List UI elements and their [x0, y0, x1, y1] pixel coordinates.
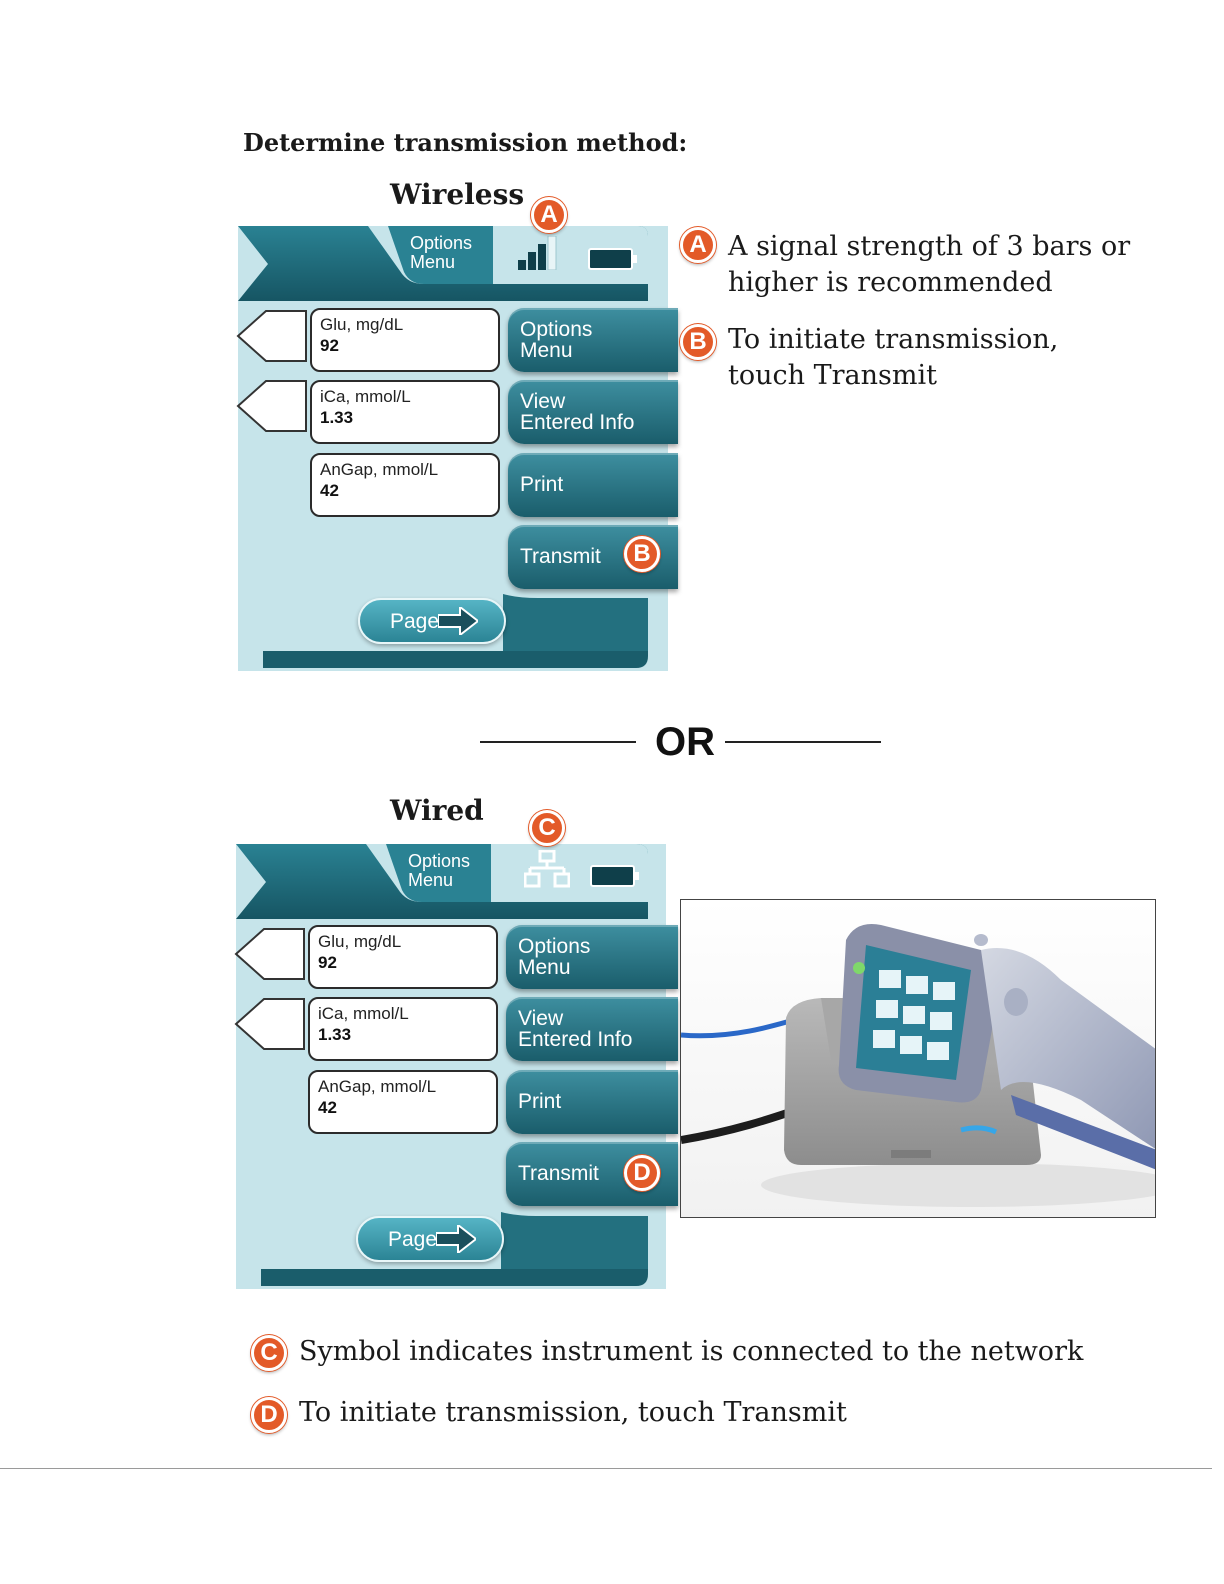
instrument-photo-illustration: [681, 900, 1155, 1217]
note-d-text: To initiate transmission, touch Transmit: [299, 1397, 847, 1428]
field-value: 92: [318, 953, 337, 972]
arrow-right-icon: [438, 607, 478, 635]
field-value: 1.33: [320, 408, 354, 427]
page-button[interactable]: Page: [358, 598, 506, 644]
callout-d-badge: D: [624, 1155, 660, 1191]
result-field-ica: iCa, mmol/L 1.33: [310, 380, 500, 444]
note-b-text: To initiate transmission, touch Transmit: [728, 324, 1059, 391]
field-label: AnGap, mmol/L: [318, 1077, 437, 1096]
instrument-docking-photo: [680, 899, 1156, 1218]
result-field-angap: AnGap, mmol/L 42: [308, 1070, 498, 1134]
signal-strength-icon: [518, 236, 557, 270]
wireless-title: Wireless: [390, 178, 525, 211]
status-options-menu[interactable]: Options Menu: [410, 233, 473, 272]
network-icon: [524, 850, 570, 888]
field-value: 1.33: [318, 1025, 352, 1044]
result-field-glu: Glu, mg/dL 92: [310, 308, 500, 372]
result-field-angap: AnGap, mmol/L 42: [310, 453, 500, 517]
note-b-badge: B: [680, 324, 716, 360]
view-entered-info-button[interactable]: View Entered Info: [506, 997, 678, 1061]
wired-title: Wired: [390, 794, 484, 827]
print-button[interactable]: Print: [506, 1070, 678, 1134]
print-button[interactable]: Print: [508, 453, 678, 517]
options-menu-button[interactable]: Options Menu: [506, 925, 678, 989]
view-entered-info-button[interactable]: View Entered Info: [508, 380, 678, 444]
field-label: Glu, mg/dL: [320, 315, 404, 334]
note-a-text: A signal strength of 3 bars or higher is…: [728, 231, 1131, 298]
battery-icon: [590, 865, 639, 887]
or-divider-left: [480, 741, 636, 743]
callout-a-badge: A: [531, 197, 567, 233]
field-value: 42: [318, 1098, 337, 1117]
page-heading: Determine transmission method:: [243, 128, 688, 157]
wired-screen: Options Menu Glu, mg/dL 92 iCa, mmol/L 1…: [234, 844, 678, 1289]
callout-c-badge: C: [529, 810, 565, 846]
transmit-button[interactable]: Transmit: [508, 525, 678, 589]
result-field-ica: iCa, mmol/L 1.33: [308, 997, 498, 1061]
note-c-badge: C: [251, 1335, 287, 1371]
field-label: AnGap, mmol/L: [320, 460, 439, 479]
or-label: OR: [655, 720, 715, 764]
page-button-label: Page: [390, 610, 440, 633]
wireless-screen: Options Menu Glu, mg/dL 92 iCa, mmol/L 1…: [236, 226, 678, 671]
field-value: 42: [320, 481, 339, 500]
note-d-badge: D: [251, 1397, 287, 1433]
field-label: Glu, mg/dL: [318, 932, 402, 951]
note-a-badge: A: [680, 227, 716, 263]
battery-icon: [588, 248, 637, 270]
options-menu-button[interactable]: Options Menu: [508, 308, 678, 372]
field-value: 92: [320, 336, 339, 355]
status-options-menu[interactable]: Options Menu: [408, 851, 471, 890]
field-label: iCa, mmol/L: [318, 1004, 409, 1023]
note-c-text: Symbol indicates instrument is connected…: [299, 1336, 1084, 1367]
page-button-label: Page: [388, 1228, 438, 1251]
or-divider-right: [725, 741, 881, 743]
arrow-right-icon: [436, 1225, 476, 1253]
field-label: iCa, mmol/L: [320, 387, 411, 406]
result-field-glu: Glu, mg/dL 92: [308, 925, 498, 989]
footer-divider: [0, 1468, 1212, 1469]
callout-b-badge: B: [624, 536, 660, 572]
page-button[interactable]: Page: [356, 1216, 504, 1262]
